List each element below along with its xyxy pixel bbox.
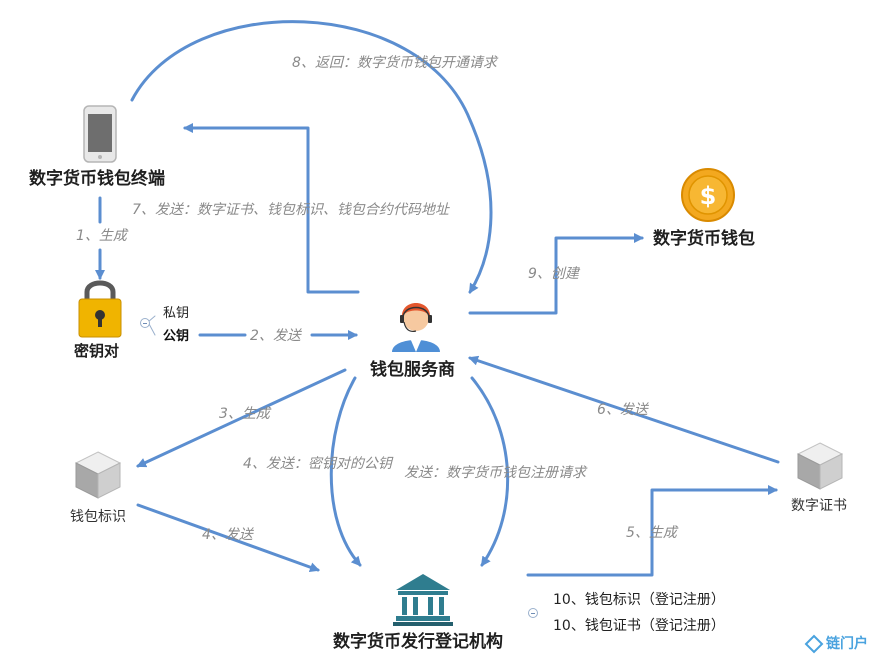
node-wallet-label: 数字货币钱包 (653, 229, 755, 249)
edge-7-connector (183, 123, 360, 294)
edge-4b-curve (470, 376, 510, 567)
edge-3-connector (136, 368, 347, 468)
public-key-item: 公钥 (163, 329, 190, 344)
watermark-logo-icon (804, 634, 824, 654)
customer-service-person-icon (392, 303, 440, 352)
node-terminal-label: 数字货币钱包终端 (29, 169, 165, 189)
edge-9-label: 9、创建 (528, 266, 579, 282)
edge-8-label: 8、返回：数字货币钱包开通请求 (292, 55, 497, 71)
node-registry-label: 数字货币发行登记机构 (333, 632, 503, 652)
node-wallet-id-label: 钱包标识 (70, 509, 126, 525)
edge-2-label: 2、发送 (250, 328, 301, 344)
cube-icon-certificate (796, 442, 844, 490)
edge-1-label: 1、生成 (76, 228, 127, 244)
svg-text:$: $ (700, 182, 717, 210)
edge-5-label: 5、生成 (626, 525, 677, 541)
phone-icon (83, 105, 117, 163)
dollar-coin-icon: $ (681, 168, 735, 222)
edge-4b-label: 发送：数字货币钱包注册请求 (404, 465, 586, 481)
cube-icon-wallet-id (74, 451, 122, 499)
edge-4c-label: 4、发送 (202, 527, 253, 543)
private-key-item: 私钥 (163, 306, 190, 321)
node-keypair-label: 密钥对 (74, 342, 120, 360)
registry-item-1: 10、钱包标识（登记注册） (553, 592, 725, 608)
bank-building-icon (393, 574, 453, 626)
edge-4a-label: 4、发送：密钥对的公钥 (243, 456, 392, 472)
lock-icon (78, 280, 122, 338)
registry-item-2: 10、钱包证书（登记注册） (553, 618, 725, 634)
watermark-text: 链门户 (826, 636, 868, 652)
edge-3-label: 3、生成 (219, 406, 270, 422)
keypair-collapse-toggle[interactable] (140, 318, 150, 328)
edge-4a-curve (329, 376, 362, 567)
edge-8-arc (130, 20, 493, 294)
edge-6-label: 6、发送 (597, 402, 648, 418)
edge-9-connector (468, 233, 644, 315)
edge-5-connector (526, 485, 778, 577)
edge-6-connector (468, 355, 780, 464)
registry-collapse-toggle[interactable] (528, 608, 538, 618)
edge-4-left-connector (136, 503, 320, 572)
node-certificate-label: 数字证书 (791, 498, 847, 514)
edge-7-label: 7、发送：数字证书、钱包标识、钱包合约代码地址 (132, 202, 449, 218)
node-provider-label: 钱包服务商 (370, 360, 455, 380)
